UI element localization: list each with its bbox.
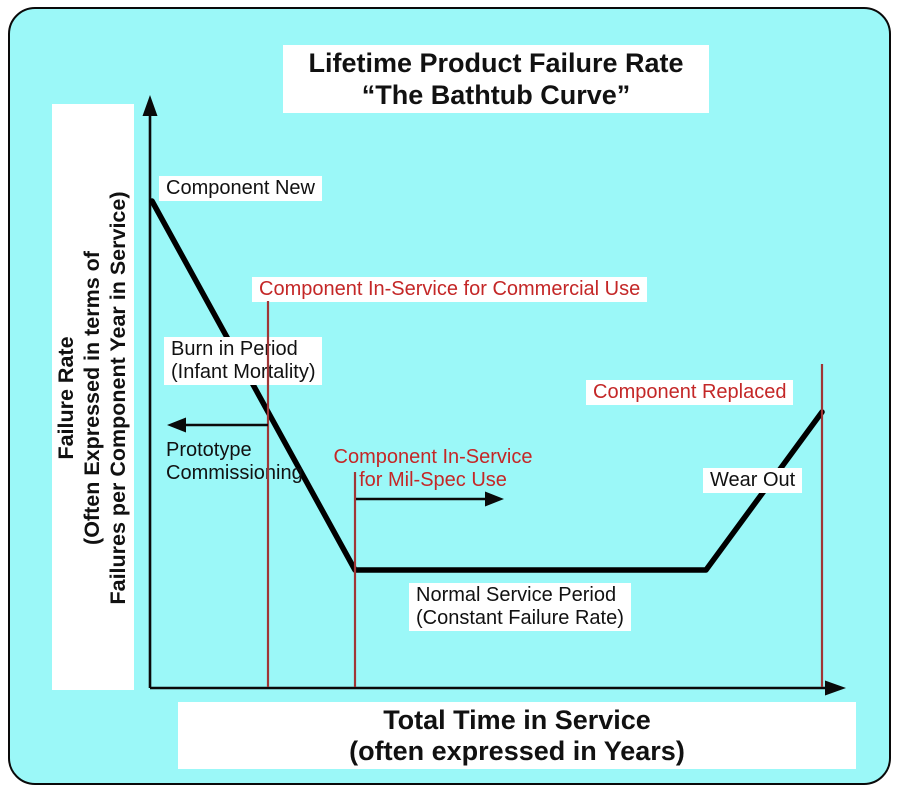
x-axis-title-line2: (often expressed in Years) — [349, 736, 685, 766]
chart-title-line2: “The Bathtub Curve” — [361, 80, 631, 110]
annotation-prototype-line1: Prototype — [166, 439, 252, 461]
annotation-milspec-line2: for Mil-Spec Use — [359, 469, 507, 491]
y-axis-title-box: Failure Rate (Often Expressed in terms o… — [52, 104, 134, 690]
annotation-burn-in-line1: Burn in Period — [171, 338, 298, 360]
annotation-wear-out: Wear Out — [703, 468, 803, 493]
annotation-burn-in-period: Burn in Period (Infant Mortality) — [164, 337, 323, 385]
y-axis-title-line1: Failure Rate — [54, 336, 78, 460]
x-axis-title-line1: Total Time in Service — [383, 705, 651, 735]
x-axis-title: Total Time in Service (often expressed i… — [178, 702, 856, 769]
annotation-burn-in-line2: (Infant Mortality) — [171, 361, 316, 383]
annotation-commercial-use: Component In-Service for Commercial Use — [252, 277, 648, 302]
annotation-prototype-commissioning: Prototype Commissioning — [166, 439, 303, 485]
y-axis-title: Failure Rate (Often Expressed in terms o… — [51, 105, 135, 691]
annotation-component-replaced: Component Replaced — [586, 380, 794, 405]
chart-title: Lifetime Product Failure Rate “The Batht… — [283, 45, 709, 113]
y-axis-title-line2: (Often Expressed in terms of — [80, 251, 104, 545]
chart-title-line1: Lifetime Product Failure Rate — [308, 48, 684, 78]
annotation-milspec-line1: Component In-Service — [333, 446, 533, 468]
y-axis-title-line3: Failures per Component Year in Service) — [106, 191, 130, 605]
annotation-milspec-use: Component In-Service for Mil-Spec Use — [333, 446, 533, 492]
annotation-normal-service-line1: Normal Service Period — [416, 584, 617, 606]
annotation-normal-service-line2: (Constant Failure Rate) — [416, 607, 624, 629]
annotation-normal-service-period: Normal Service Period (Constant Failure … — [409, 583, 631, 631]
annotation-component-new: Component New — [159, 176, 322, 201]
annotation-prototype-line2: Commissioning — [166, 462, 303, 484]
